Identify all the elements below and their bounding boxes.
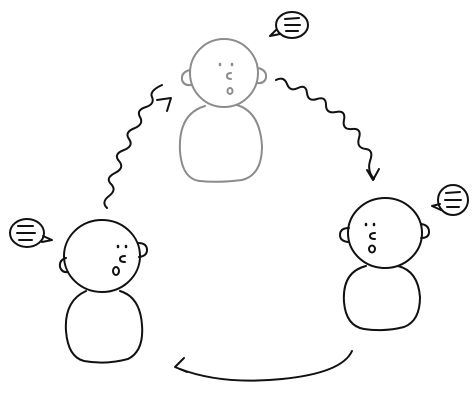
nose (370, 233, 375, 239)
arrow-left-to-top (104, 85, 171, 208)
body-icon (180, 105, 262, 182)
nose (227, 73, 231, 79)
arrow-icon (104, 85, 162, 208)
speech-bubble-icon (270, 12, 308, 38)
arrow-icon (180, 351, 352, 381)
head-icon (64, 220, 140, 292)
figure-top (180, 39, 266, 182)
mouth (113, 267, 119, 275)
mouth (369, 246, 375, 253)
mouth (228, 88, 233, 94)
head-icon (190, 39, 258, 107)
figure-left (60, 220, 147, 363)
arrow-right-to-left (175, 351, 352, 381)
body-icon (344, 266, 420, 330)
eyes (118, 246, 126, 247)
eyes (366, 224, 374, 225)
arrow-icon (276, 79, 374, 179)
nose (120, 256, 125, 262)
arrow-top-to-right (276, 79, 379, 180)
speech-bubble-icon (432, 185, 468, 215)
body-icon (66, 291, 142, 363)
arrowhead (157, 98, 171, 111)
eyes (220, 64, 232, 65)
head-icon (348, 198, 422, 268)
figure-right (340, 198, 429, 330)
speech-bubble-icon (10, 219, 52, 247)
